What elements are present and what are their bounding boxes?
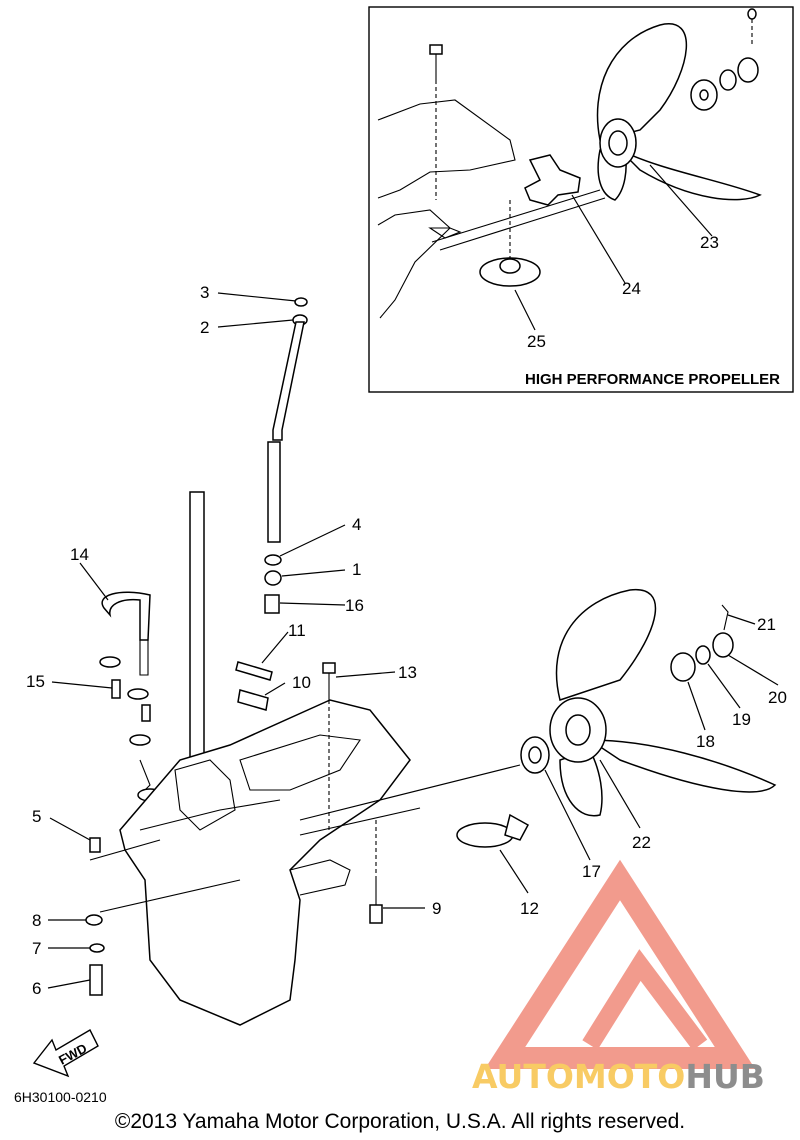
copyright-notice: ©2013 Yamaha Motor Corporation, U.S.A. A…: [115, 1110, 685, 1133]
inset-bolt: [429, 44, 443, 200]
fwd-direction-badge: FWD: [32, 1029, 99, 1078]
callout-6: 6: [32, 979, 41, 998]
inset-panel: HIGH PERFORMANCE PROPELLER: [368, 6, 794, 393]
callout-25: 25: [527, 332, 546, 351]
callout-20: 20: [768, 688, 787, 707]
shift-rod: [189, 491, 205, 763]
callout-10: 10: [292, 673, 311, 692]
callout-21: 21: [757, 615, 776, 634]
water-tube: [264, 297, 308, 614]
inset-part-23-shape: [596, 23, 762, 201]
callout-11: 11: [288, 621, 306, 640]
leader-lines: [47, 292, 779, 989]
part-10-shape: [237, 689, 269, 711]
diagram-code: 6H30100-0210: [14, 1089, 107, 1105]
part-18-shape: [670, 652, 696, 682]
inset-washer: [719, 69, 737, 91]
fwd-label: FWD: [56, 1041, 89, 1068]
callout-7: 7: [32, 939, 41, 958]
callout-3: 3: [200, 283, 209, 302]
callout-9: 9: [432, 899, 441, 918]
hose-14-shape: [101, 591, 151, 641]
inset-gearcase-top: [377, 99, 516, 199]
callout-8: 8: [32, 911, 41, 930]
watermark-logo: AUTOMOTOHUB: [472, 859, 765, 1096]
part-21-shape: [721, 604, 729, 631]
callout-17: 17: [582, 862, 601, 881]
part-19-shape: [695, 645, 711, 665]
inset-title: HIGH PERFORMANCE PROPELLER: [525, 371, 780, 388]
callout-5: 5: [32, 807, 41, 826]
inset-nut: [737, 57, 759, 83]
callout-labels: 1 2 3 4 5 6 7 8 9 10 11 12 13 14 15 16 1…: [26, 233, 787, 998]
lower-unit-assembly: [85, 297, 777, 1026]
callout-13: 13: [398, 663, 417, 682]
callout-22: 22: [632, 833, 651, 852]
callout-12: 12: [520, 899, 539, 918]
callout-15: 15: [26, 672, 45, 691]
fwd-arrow-icon: [32, 1029, 99, 1078]
part-20-shape: [712, 632, 734, 658]
callout-19: 19: [732, 710, 751, 729]
inset-cotter-pin: [747, 8, 757, 20]
callout-16: 16: [345, 596, 364, 615]
part-22-shape: [549, 588, 777, 817]
callout-24: 24: [622, 279, 641, 298]
lower-case-body: [119, 699, 411, 1026]
part-11-shape: [235, 661, 273, 681]
watermark-triangle-icon: [484, 859, 756, 1069]
watermark-text: AUTOMOTOHUB: [472, 1057, 765, 1096]
watermark-inner-mark-icon: [582, 949, 708, 1051]
callout-23: 23: [700, 233, 719, 252]
callout-14: 14: [70, 545, 89, 564]
inset-part-24-shape: [524, 154, 581, 206]
callout-1: 1: [352, 560, 361, 579]
callout-4: 4: [352, 515, 361, 534]
callout-2: 2: [200, 318, 209, 337]
callout-18: 18: [696, 732, 715, 751]
